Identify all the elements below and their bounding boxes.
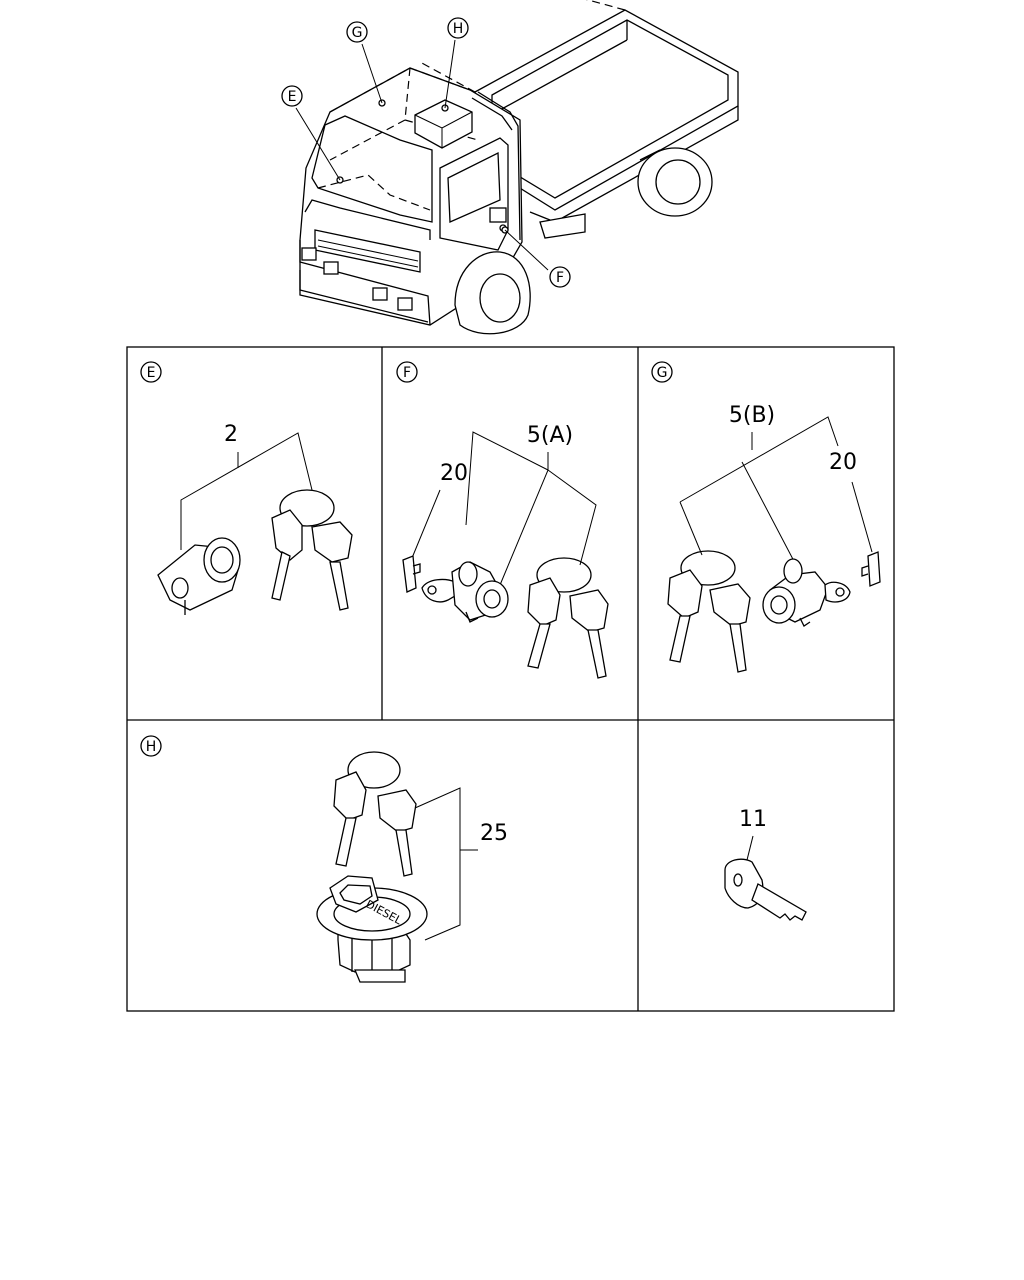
key-ring-pair-f bbox=[527, 557, 609, 679]
svg-text:G: G bbox=[352, 25, 363, 41]
callout-g: G bbox=[346, 21, 368, 43]
door-lock-cylinder-f bbox=[421, 561, 509, 623]
door-lock-cylinder-g bbox=[762, 558, 851, 627]
part-number-20-f: 20 bbox=[440, 461, 468, 486]
panel-f-tag: F bbox=[396, 361, 418, 383]
svg-text:E: E bbox=[147, 365, 156, 381]
retainer-clip-f bbox=[402, 555, 421, 593]
part-number-5b: 5(B) bbox=[729, 403, 775, 428]
ignition-lock-cylinder bbox=[157, 537, 241, 615]
panel-g: G 5(B) 20 bbox=[651, 361, 881, 673]
key-ring-pair-h bbox=[333, 751, 417, 877]
part-number-2: 2 bbox=[224, 422, 238, 447]
svg-text:G: G bbox=[657, 365, 668, 381]
panel-key: 11 bbox=[724, 807, 807, 921]
part-number-11: 11 bbox=[739, 807, 767, 832]
retainer-clip-g bbox=[861, 551, 881, 587]
panel-grid bbox=[126, 346, 895, 1012]
callout-f: F bbox=[549, 266, 571, 288]
panel-h-tag: H bbox=[140, 735, 162, 757]
panel-h: H 25 DIESEL bbox=[140, 735, 508, 983]
panel-f: F 5(A) 20 bbox=[396, 361, 609, 679]
panel-g-tag: G bbox=[651, 361, 673, 383]
key-ring-pair bbox=[271, 489, 353, 611]
callout-h: H bbox=[447, 17, 469, 39]
truck-illustration bbox=[295, 0, 739, 335]
fuel-cap: DIESEL bbox=[316, 875, 428, 983]
part-number-20-g: 20 bbox=[829, 450, 857, 475]
callout-e: E bbox=[281, 85, 303, 107]
svg-text:H: H bbox=[146, 739, 157, 755]
svg-text:H: H bbox=[453, 21, 464, 37]
panel-e: E 2 bbox=[140, 361, 353, 615]
key-ring-pair-g bbox=[667, 550, 751, 673]
svg-text:E: E bbox=[288, 89, 297, 105]
part-number-25: 25 bbox=[480, 821, 508, 846]
key-blank bbox=[724, 858, 807, 921]
panel-e-tag: E bbox=[140, 361, 162, 383]
svg-text:F: F bbox=[556, 270, 564, 286]
part-number-5a: 5(A) bbox=[527, 423, 573, 448]
svg-text:F: F bbox=[403, 365, 411, 381]
